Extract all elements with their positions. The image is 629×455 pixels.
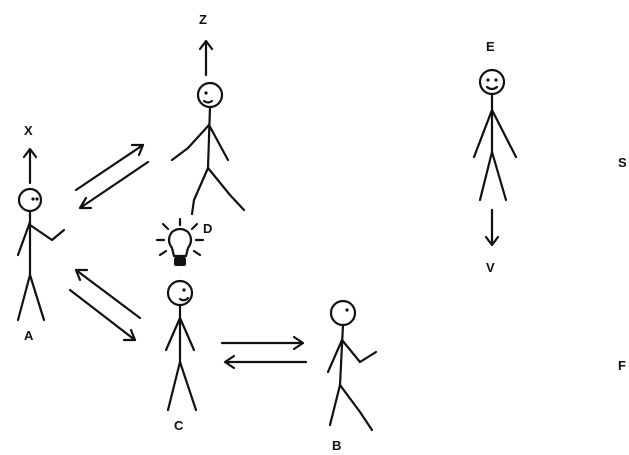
arrow-head: [484, 235, 500, 247]
link-C-B: [220, 335, 308, 370]
figure-C-left-leg: [166, 360, 182, 412]
output-arrow-Z: [198, 39, 214, 77]
figure-A-right-leg: [28, 273, 46, 322]
figure-B-head: [329, 299, 357, 327]
figure-B: [326, 299, 378, 432]
arrow-head: [22, 147, 38, 159]
arrow-right-shaft: [74, 143, 145, 192]
arrow-left-head: [74, 268, 89, 282]
figure-D-body: [206, 105, 212, 170]
arrow-right-head: [122, 328, 137, 342]
arrow-left-shaft: [78, 160, 150, 210]
output-arrow-X: [22, 147, 38, 185]
figure-C-mouth: [178, 296, 190, 302]
figure-C-right-arm: [178, 316, 196, 352]
figure-B-label: B: [332, 438, 341, 453]
figure-B-right-arm: [340, 338, 378, 364]
figure-E: [472, 68, 518, 202]
figure-B-right-leg: [338, 383, 374, 432]
figure-C-label: C: [174, 418, 184, 433]
arrow-right-head: [130, 143, 145, 157]
margin-label-bottom: F: [618, 358, 626, 373]
figure-E-eye: [494, 78, 498, 82]
figure-D-left-arm: [170, 123, 211, 162]
figure-A-left-leg: [16, 273, 32, 322]
figure-D-mouth: [202, 99, 214, 104]
figure-A: [16, 187, 66, 322]
figure-E-right-arm: [490, 108, 518, 159]
figure-E-left-leg: [478, 150, 494, 202]
figure-E-eye: [486, 78, 490, 82]
lightbulb-ray: [192, 249, 202, 257]
arrow-right-head: [292, 335, 305, 351]
figure-D-label: D: [203, 221, 212, 236]
output-Z-label: Z: [199, 12, 207, 27]
arrow-head: [198, 39, 214, 51]
link-A-D: [74, 143, 150, 210]
output-V-label: V: [486, 260, 495, 275]
figure-D-right-arm: [207, 123, 230, 162]
figure-B-left-arm: [326, 338, 344, 374]
figure-D-head: [196, 81, 224, 109]
figure-C: [164, 279, 198, 412]
arrow-left-head: [78, 196, 93, 210]
figure-C-right-leg: [178, 360, 198, 412]
lightbulb-glass: [167, 227, 193, 258]
figure-A-label: A: [24, 328, 34, 343]
figure-A-right-arm: [28, 223, 66, 242]
figure-C-left-arm: [164, 316, 182, 352]
figure-D-left-leg: [190, 166, 210, 216]
arrow-left-head: [223, 354, 236, 370]
figure-E-left-arm: [472, 108, 494, 159]
figure-B-left-leg: [328, 383, 342, 427]
arrow-right-shaft: [68, 288, 137, 342]
output-X-label: X: [24, 123, 33, 138]
margin-label-top: S: [618, 155, 627, 170]
figure-A-left-arm: [16, 220, 32, 257]
lightbulb-ray: [158, 249, 168, 257]
lightbulb-ray: [190, 222, 199, 231]
figure-C-eye: [182, 288, 186, 292]
figure-D-eye: [204, 91, 208, 95]
lightbulb-ray: [161, 222, 170, 231]
lightbulb-base: [174, 257, 186, 266]
figure-D-right-leg: [206, 166, 246, 212]
figure-E-mouth: [485, 85, 499, 91]
figure-E-head: [478, 68, 506, 96]
figure-E-label: E: [486, 39, 495, 54]
figure-A-eye: [31, 197, 35, 201]
figure-E-right-leg: [490, 150, 508, 202]
output-arrow-V: [484, 208, 500, 247]
figure-B-body: [338, 323, 345, 387]
link-A-C: [68, 268, 142, 342]
figure-C-head: [166, 279, 194, 307]
figure-B-eye: [345, 308, 349, 312]
figure-A-eye: [35, 197, 39, 201]
lightbulb-icon: [155, 217, 205, 266]
arrow-left-shaft: [74, 268, 142, 320]
figure-D: [170, 81, 246, 216]
